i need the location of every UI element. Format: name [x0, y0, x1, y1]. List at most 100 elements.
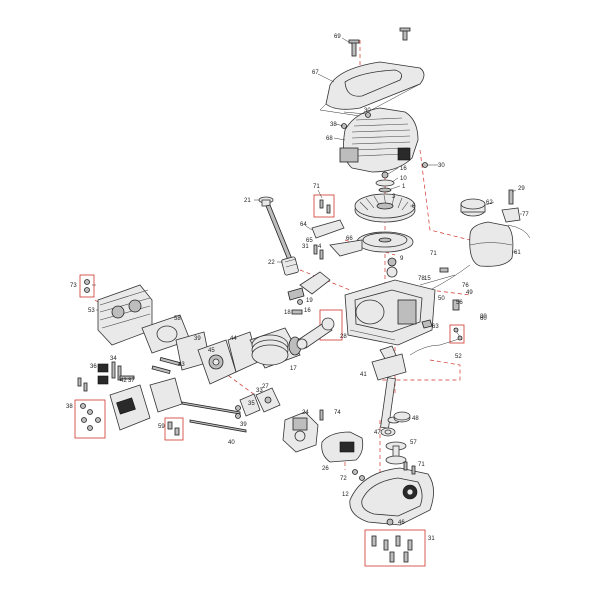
part-governor-arm — [287, 271, 331, 301]
callout-53: 53 — [88, 308, 95, 314]
callout-71b: 71 — [430, 251, 437, 257]
callout-12: 12 — [342, 492, 349, 498]
box-73-nuts — [79, 274, 95, 298]
callout-65: 65 — [306, 238, 313, 244]
callout-44: 44 — [230, 336, 237, 342]
callout-76: 76 — [462, 283, 469, 289]
bolt-69-a — [351, 41, 357, 57]
callout-24: 24 — [302, 410, 309, 416]
callout-10: 10 — [400, 176, 407, 182]
part-71c-bolts — [352, 461, 416, 481]
muffler-shield — [149, 377, 183, 413]
callout-72: 72 — [340, 476, 347, 482]
box-38-screws — [74, 399, 106, 439]
box-59-clips — [164, 417, 184, 441]
callout-16: 16 — [400, 166, 407, 172]
callout-39b: 39 — [240, 422, 247, 428]
part-71-bolts-pair — [319, 199, 331, 214]
callout-30: 30 — [364, 108, 371, 114]
red-callout-boxes — [74, 194, 465, 567]
part-60-spring — [453, 327, 463, 341]
part-21-dipstick — [258, 196, 295, 266]
callout-48: 48 — [412, 416, 419, 422]
callout-28: 28 — [340, 334, 347, 340]
callout-19: 19 — [306, 298, 313, 304]
part-64-coil — [311, 219, 363, 257]
part-68-blower-housing — [339, 107, 419, 173]
callout-42: 42 — [120, 378, 127, 384]
callout-74: 74 — [334, 410, 341, 416]
callout-36: 36 — [90, 364, 97, 370]
callout-73: 73 — [70, 283, 77, 289]
callout-38b: 38 — [66, 404, 73, 410]
callout-49: 49 — [466, 290, 473, 296]
head-fins — [99, 289, 151, 329]
part-starter-stack — [375, 171, 395, 193]
part-37-pin — [119, 375, 135, 380]
callout-57: 57 — [410, 440, 417, 446]
callout-66: 66 — [346, 236, 353, 242]
part-66-bracket — [329, 239, 363, 257]
box-31-base-bolts — [364, 529, 426, 567]
callout-43: 43 — [178, 362, 185, 368]
callout-9: 9 — [400, 256, 404, 262]
part-31b-base-bolt-group — [371, 535, 413, 563]
part-16 — [381, 171, 389, 179]
part-28-conrod — [296, 317, 335, 350]
callout-56: 56 — [456, 300, 463, 306]
box-60-spring — [449, 324, 465, 344]
callout-30b: 30 — [438, 163, 445, 169]
callout-68: 68 — [326, 136, 333, 142]
callout-29: 29 — [518, 186, 525, 192]
part-21b-screws — [77, 377, 88, 392]
part-42-seal — [380, 427, 396, 437]
callout-69: 69 — [334, 34, 341, 40]
callout-46: 46 — [398, 520, 405, 526]
callout-18: 18 — [284, 310, 291, 316]
part-73-nuts — [84, 279, 90, 293]
callout-52: 52 — [455, 354, 462, 360]
part-24-air-filter-box — [321, 431, 364, 463]
bolt-69-b — [402, 29, 408, 41]
callout-33: 33 — [256, 388, 263, 394]
part-1 — [378, 187, 392, 193]
callout-15: 15 — [424, 276, 431, 282]
part-63-rod — [409, 319, 463, 356]
part-drive-disc — [356, 231, 414, 253]
part-12-sump-base — [349, 467, 434, 526]
part-33-gasket — [239, 393, 261, 417]
callout-3: 3 — [392, 194, 396, 200]
callout-80: 80 — [480, 314, 487, 320]
part-47-gear — [386, 257, 398, 278]
part-57-camshaft — [385, 441, 407, 465]
part-6-flywheel — [354, 193, 416, 223]
callout-4: 4 — [318, 244, 322, 250]
part-69-bolts — [348, 27, 411, 57]
part-53-cylinder-head — [97, 284, 153, 346]
callout-63: 63 — [432, 324, 439, 330]
callout-71c: 71 — [418, 462, 425, 468]
part-67-top-cover — [319, 61, 425, 117]
callout-61: 61 — [514, 250, 521, 256]
leader-lines — [92, 37, 522, 311]
callout-39: 39 — [194, 336, 201, 342]
callout-60: 60 — [480, 316, 487, 322]
part-30-bolts — [341, 112, 428, 168]
callout-labels: 69 67 30 38 68 30 16 10 1 3 4 71 21 6 64… — [66, 34, 529, 542]
callout-16b: 16 — [304, 308, 311, 314]
callout-67: 67 — [312, 70, 319, 76]
callout-31b: 31 — [428, 536, 435, 542]
part-46-plug — [386, 518, 394, 526]
callout-38: 38 — [330, 122, 337, 128]
part-41-crankshaft — [371, 345, 407, 429]
part-18-pin — [291, 299, 303, 315]
callout-71a: 71 — [313, 184, 320, 190]
callout-45: 45 — [208, 348, 215, 354]
assembly-guide-lines — [94, 40, 471, 520]
part-26-carburetor — [282, 411, 319, 453]
callout-34: 34 — [110, 356, 117, 362]
callout-50: 50 — [438, 296, 445, 302]
part-38-screw-set — [80, 403, 101, 431]
part-77-bracket — [501, 207, 521, 223]
